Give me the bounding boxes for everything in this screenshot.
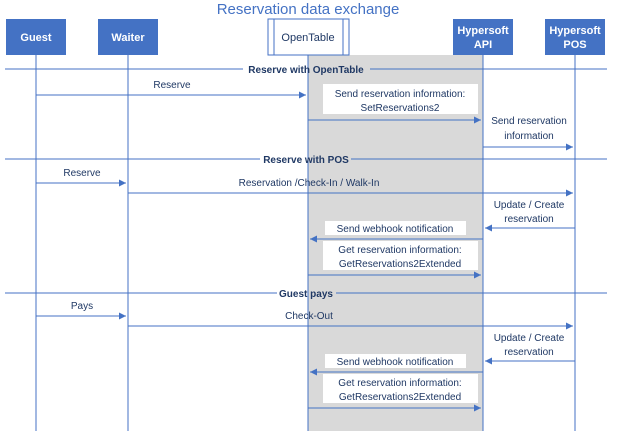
- message-label: Send webhook notification: [337, 357, 454, 368]
- message-webhook-api-to-opentable: Send webhook notification: [310, 221, 483, 243]
- participant-guest-label: Guest: [20, 32, 52, 44]
- message-label: Check-Out: [285, 311, 333, 322]
- message-update-pos-to-api-2: Update / Create reservation: [485, 333, 575, 365]
- message-label: Send reservation: [491, 116, 567, 127]
- participant-hypersoft-api-label-line1: Hypersoft: [457, 25, 509, 37]
- message-webhook-api-to-opentable-2: Send webhook notification: [310, 354, 483, 376]
- section-reserve-with-pos: Reserve with POS: [5, 155, 607, 166]
- participant-hypersoft-pos-label-line1: Hypersoft: [549, 25, 601, 37]
- section-label: Reserve with OpenTable: [248, 65, 364, 76]
- diagram-title: Reservation data exchange: [217, 1, 400, 18]
- section-label: Guest pays: [279, 289, 333, 300]
- message-label-line2: GetReservations2Extended: [339, 392, 461, 403]
- message-update-pos-to-api: Update / Create reservation: [485, 200, 575, 232]
- message-set-reservations: Send reservation information: SetReserva…: [308, 84, 481, 124]
- message-checkin-waiter-to-pos: Reservation /Check-In / Walk-In: [128, 178, 573, 197]
- message-get-reservations-opentable-to-api: Get reservation information: GetReservat…: [308, 241, 481, 279]
- message-label-line2: reservation: [504, 347, 553, 358]
- message-label-line2: reservation: [504, 214, 553, 225]
- message-label: Reservation /Check-In / Walk-In: [239, 178, 380, 189]
- participant-hypersoft-pos-label-line2: POS: [563, 39, 586, 51]
- participant-opentable: OpenTable: [267, 18, 350, 56]
- participant-guest: Guest: [6, 19, 66, 55]
- message-reserve-guest-to-opentable: Reserve: [36, 80, 306, 99]
- message-label: Reserve: [153, 80, 191, 91]
- message-api-to-pos: Send reservation information: [483, 116, 573, 151]
- participant-waiter: Waiter: [98, 19, 158, 55]
- message-label: Get reservation information:: [338, 245, 461, 256]
- message-pays-guest-to-waiter: Pays: [36, 301, 126, 320]
- section-label: Reserve with POS: [263, 155, 349, 166]
- participant-waiter-label: Waiter: [111, 32, 145, 44]
- participant-hypersoft-pos: Hypersoft POS: [545, 19, 605, 55]
- participant-hypersoft-api-label-line2: API: [474, 39, 492, 51]
- message-label-line2: information: [504, 131, 553, 142]
- message-label: Send webhook notification: [337, 224, 454, 235]
- participant-opentable-label: OpenTable: [281, 32, 334, 44]
- message-label: Update / Create: [494, 200, 565, 211]
- message-label: Pays: [71, 301, 93, 312]
- message-label: Get reservation information:: [338, 378, 461, 389]
- message-label: Send reservation information:: [335, 89, 466, 100]
- message-label-line2: GetReservations2Extended: [339, 259, 461, 270]
- message-label: Update / Create: [494, 333, 565, 344]
- message-checkout-waiter-to-pos: Check-Out: [128, 311, 573, 330]
- message-get-reservations-opentable-to-api-2: Get reservation information: GetReservat…: [308, 374, 481, 412]
- message-label-line2: SetReservations2: [361, 103, 440, 114]
- message-label: Reserve: [63, 168, 101, 179]
- section-guest-pays: Guest pays: [5, 289, 607, 300]
- section-reserve-with-opentable: Reserve with OpenTable: [5, 65, 607, 76]
- participant-hypersoft-api: Hypersoft API: [453, 19, 513, 55]
- message-reserve-guest-to-waiter: Reserve: [36, 168, 126, 187]
